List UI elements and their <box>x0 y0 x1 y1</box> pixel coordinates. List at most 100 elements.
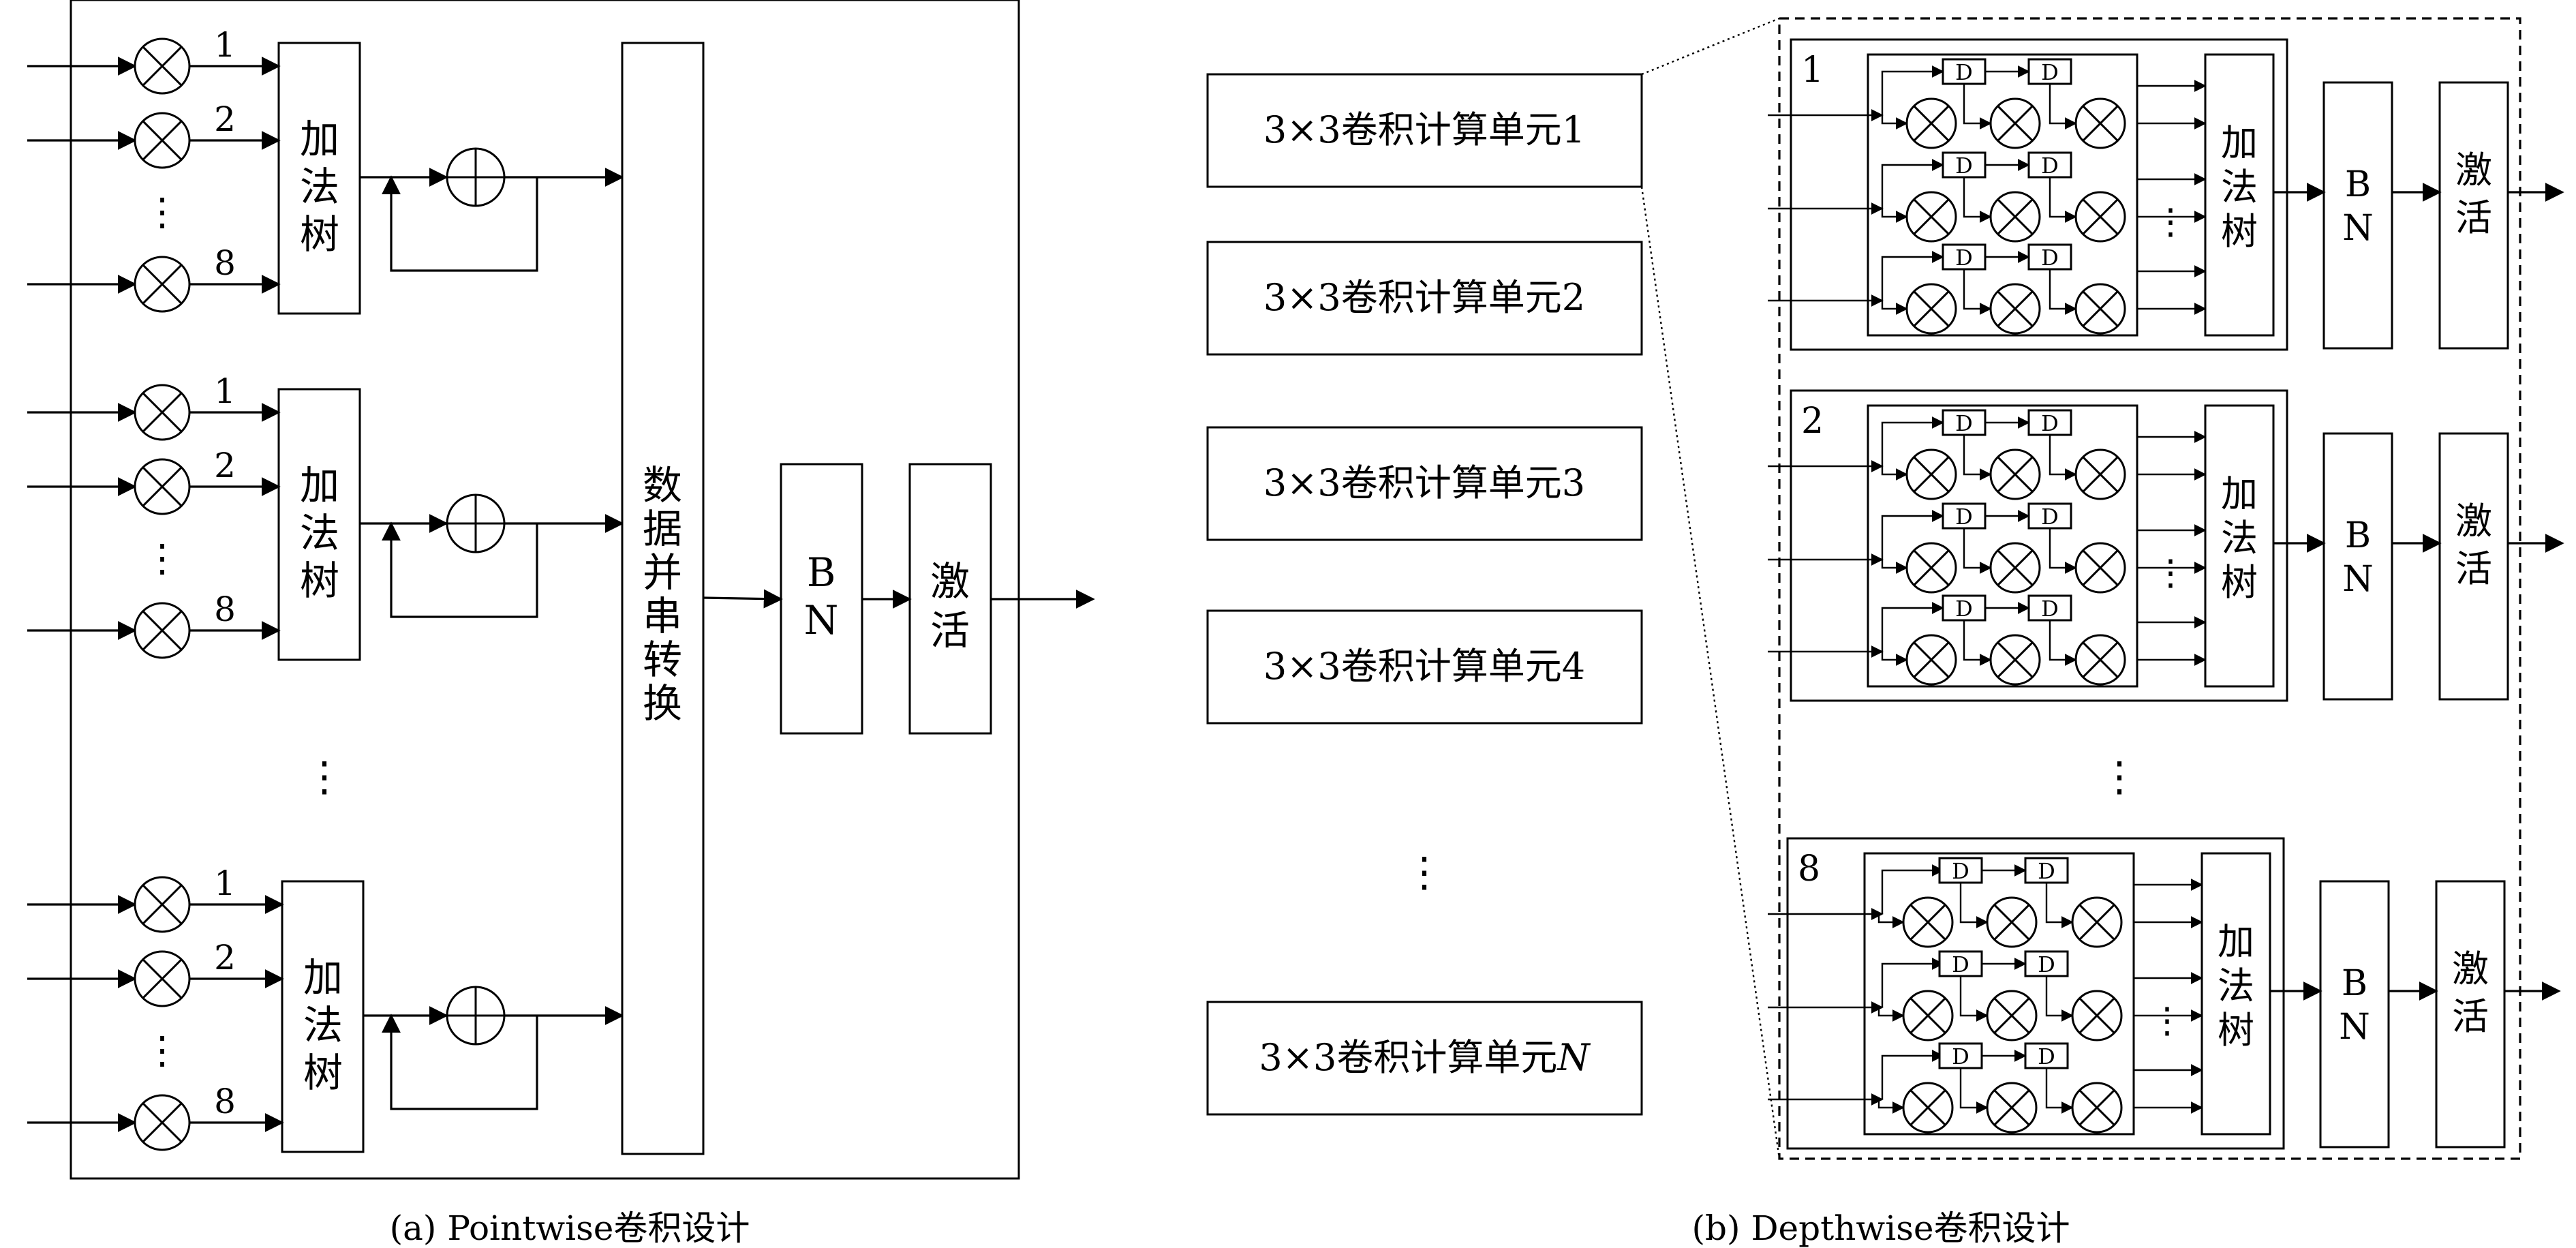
detail-adder-tree-box <box>2204 53 2275 337</box>
depthwise-caption: (b) Depthwise卷积设计 <box>1692 1208 2070 1248</box>
input-index-label: 1 <box>214 371 236 411</box>
detail-activation-label-char: 活 <box>2452 995 2489 1038</box>
tap-arrow <box>1963 84 1992 130</box>
tap-arrow <box>1881 115 1908 130</box>
multiplier-icon <box>1986 1082 2038 1133</box>
detail-adder-tree-label-char: 加 <box>2221 472 2258 515</box>
pointwise-activation-label: 激活 <box>930 558 970 654</box>
conv-unit-box <box>1206 1001 1643 1116</box>
delay-label: D <box>2041 59 2059 85</box>
detail-activation-box <box>2438 432 2509 701</box>
delay-input-arrow <box>1881 416 1944 466</box>
delay-register <box>1942 502 1987 530</box>
delay-register <box>1938 857 1983 884</box>
detail-bn-label-char: B <box>2345 164 2371 205</box>
tap-arrow <box>1877 1007 1905 1022</box>
delay-label: D <box>2041 153 2059 179</box>
multiplier-icon <box>2071 896 2123 948</box>
tap-arrow <box>1959 883 1989 928</box>
detail-adder-tree-label-char: 法 <box>2218 964 2254 1007</box>
multiplier-icon <box>1989 97 2041 149</box>
delay-label: D <box>2041 245 2059 271</box>
adder-tree-label-char: 树 <box>303 1050 343 1096</box>
detail-ellipsis: ⋮ <box>2099 753 2140 801</box>
zoom-line-top <box>1641 17 1780 76</box>
detail-adder-tree-box <box>2204 404 2275 688</box>
delay-label: D <box>1955 596 1973 622</box>
tap-arrow <box>1963 528 1992 574</box>
detail-adder-tree-label-char: 树 <box>2221 210 2258 253</box>
tap-arrow <box>2049 528 2077 574</box>
row-ellipsis: ⋮ <box>2153 202 2188 243</box>
multiplier-icon <box>1986 990 2038 1041</box>
delay-input-arrow <box>1881 602 1944 652</box>
delay-register <box>2027 243 2072 271</box>
detail-adder-tree-label-char: 加 <box>2218 920 2254 963</box>
detail-bn-label-char: N <box>2342 559 2374 600</box>
tap-arrow <box>2045 1068 2074 1114</box>
tap-arrow <box>2049 177 2077 223</box>
input-index-label: 2 <box>214 446 236 485</box>
delay-label: D <box>1952 1044 1969 1069</box>
adder-tree-label-char: 法 <box>300 164 339 210</box>
multiplier-icon <box>2074 283 2126 335</box>
pointwise-caption: (a) Pointwise卷积设计 <box>390 1208 750 1248</box>
tap-arrow <box>1881 466 1908 481</box>
adder-tree-label-char: 树 <box>300 211 339 258</box>
multiplier-icon <box>1905 97 1957 149</box>
adder-icon <box>446 986 506 1046</box>
multiplier-icon <box>134 256 191 313</box>
adder-tree-label-char: 加 <box>300 462 339 508</box>
input-ellipsis: ⋮ <box>143 1029 181 1073</box>
delay-label: D <box>2041 410 2059 436</box>
tap-arrow <box>1963 620 1992 666</box>
tap-arrow <box>1881 652 1908 666</box>
detail-bn-label-char: N <box>2339 1007 2370 1048</box>
detail-activation-box <box>2438 81 2509 350</box>
multiplier-icon <box>134 458 191 515</box>
delay-register <box>1938 950 1983 977</box>
multiplier-icon <box>1905 283 1957 335</box>
detail-adder-tree-label-char: 法 <box>2221 166 2258 209</box>
conv-unit-label: 3×3卷积计算单元N <box>1259 1036 1591 1079</box>
tap-arrow <box>2049 435 2077 481</box>
conv-unit-label: 3×3卷积计算单元4 <box>1263 645 1585 688</box>
detail-bn-box <box>2319 880 2390 1148</box>
multiplier-icon <box>1902 896 1954 948</box>
multiplier-icon <box>1902 1082 1954 1133</box>
conv-unit-label: 3×3卷积计算单元2 <box>1263 276 1585 319</box>
conv-unit-box <box>1206 426 1643 541</box>
detail-bn-box <box>2322 432 2393 701</box>
serializer-label: 数据并串转换 <box>643 462 682 727</box>
tap-arrow <box>1959 976 1989 1022</box>
multiplier-icon <box>1905 542 1957 594</box>
detail-adder-tree-box <box>2201 852 2271 1136</box>
multiplier-icon <box>134 602 191 659</box>
delay-register <box>1942 58 1987 85</box>
tap-arrow <box>1963 269 1992 315</box>
conv-unit-box <box>1206 241 1643 356</box>
serializer-box <box>621 42 705 1155</box>
delay-register <box>2024 1042 2069 1069</box>
input-ellipsis: ⋮ <box>143 536 181 581</box>
multiplier-icon <box>1902 990 1954 1041</box>
delay-label: D <box>1952 858 1969 884</box>
detail-adder-tree-label-char: 加 <box>2221 121 2258 164</box>
tap-arrow <box>1963 435 1992 481</box>
multiplier-icon <box>2074 634 2126 686</box>
delay-input-arrow <box>1881 1050 1944 1099</box>
multiplier-icon <box>1989 448 2041 500</box>
delay-register <box>1942 243 1987 271</box>
tap-arrow <box>1877 1099 1905 1114</box>
conv-unit-label: 3×3卷积计算单元3 <box>1263 461 1585 504</box>
accumulator-feedback-arrow <box>382 175 538 272</box>
delay-input-arrow <box>1881 958 1944 1007</box>
input-index-label: 8 <box>214 590 236 629</box>
adder-tree-box <box>277 42 361 315</box>
multiplier-icon <box>134 876 191 933</box>
multiplier-icon <box>1989 634 2041 686</box>
